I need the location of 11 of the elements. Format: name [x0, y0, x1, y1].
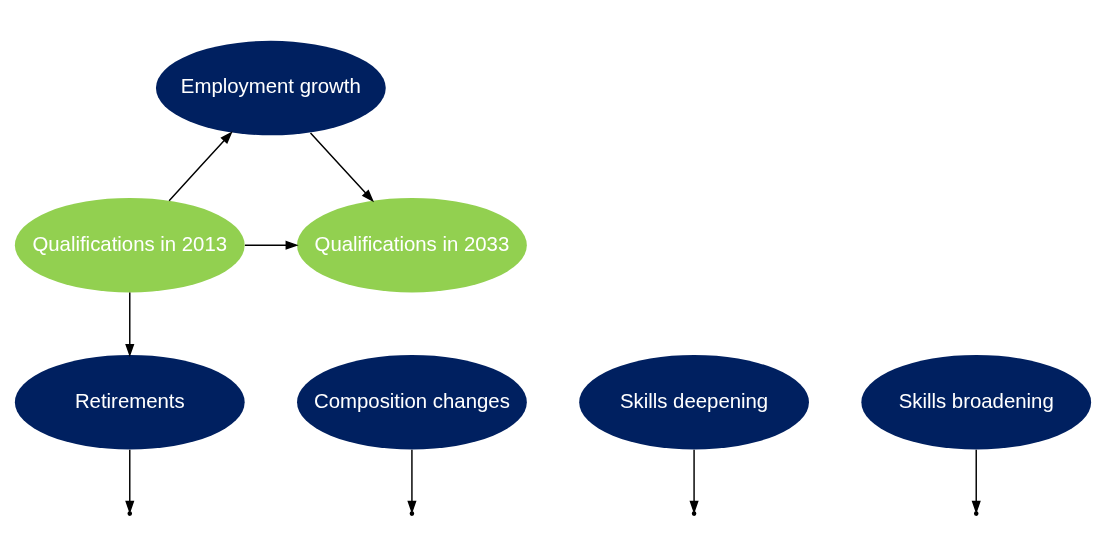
node-ellipse: Retirements — [14, 354, 245, 450]
arrow — [309, 132, 375, 203]
arrow — [125, 291, 135, 358]
node-ellipse: Skills broadening — [861, 354, 1092, 450]
node-ellipse: Skills deepening — [579, 354, 809, 450]
node-ellipse: Qualifications in 2033 — [297, 197, 527, 293]
arrow — [168, 131, 233, 202]
node-ellipse: Qualifications in 2013 — [14, 197, 245, 293]
node-ellipse: Employment growth — [155, 40, 386, 136]
arrow — [244, 240, 299, 250]
node-ellipse: Composition changes — [297, 354, 527, 450]
